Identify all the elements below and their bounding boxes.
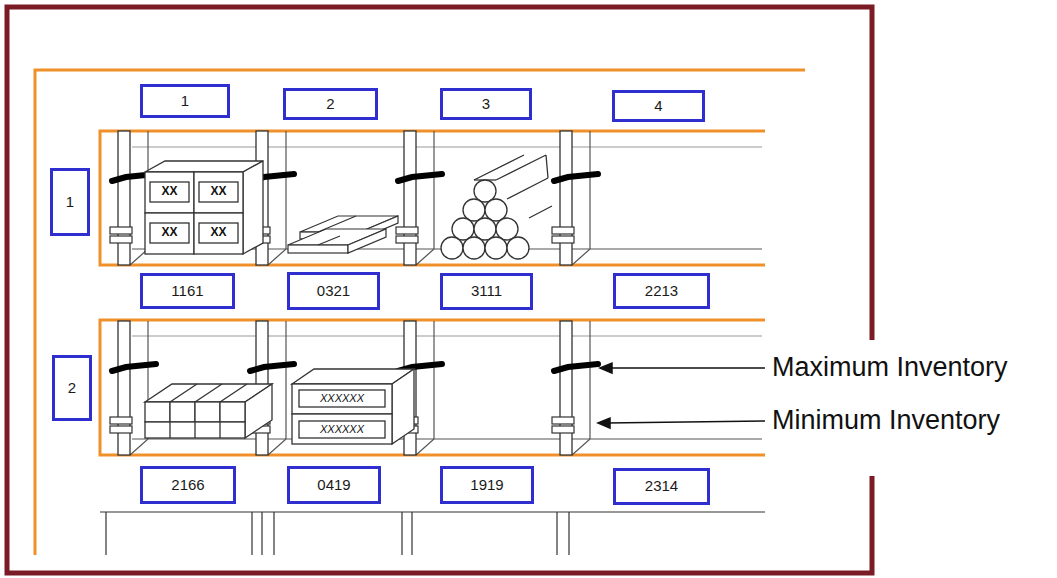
carton-mark: XX <box>199 182 238 202</box>
lower-shelf <box>100 512 765 555</box>
box-text: 4 <box>654 98 662 115</box>
column-number: 3 <box>440 88 532 120</box>
leader-arrow <box>598 363 765 428</box>
shelf-post <box>110 131 598 455</box>
outer-frame <box>7 7 872 573</box>
board-stack <box>288 216 398 253</box>
carton-stack <box>145 213 194 254</box>
carton-mark: XX <box>150 223 189 243</box>
box-text: 2213 <box>645 283 678 300</box>
shelf-outline <box>100 320 765 455</box>
pipe-stack <box>441 155 552 259</box>
pipe-stack <box>507 237 529 259</box>
box-text: 2166 <box>171 477 204 494</box>
shelf-back-line <box>132 147 762 336</box>
pipe-stack <box>452 218 474 240</box>
leader-arrow <box>606 421 765 423</box>
shelf-outline <box>35 70 805 555</box>
carton-stack <box>199 182 238 202</box>
callout-text: Minimum Inventory <box>772 404 1047 438</box>
row-number: 2 <box>52 355 92 421</box>
location-code: 3111 <box>440 273 533 310</box>
location-code: 0321 <box>287 272 380 310</box>
carton-stack <box>243 161 263 254</box>
location-code: 2166 <box>140 466 236 504</box>
carton-stack <box>199 223 238 243</box>
bar-stack <box>145 422 245 438</box>
pipe-stack <box>485 199 507 221</box>
pipe-stack <box>463 237 485 259</box>
pipe-stack <box>463 199 485 221</box>
board-stack <box>318 216 356 245</box>
box-text: 0321 <box>317 283 350 300</box>
bar-stack <box>145 402 170 422</box>
bar-stack <box>170 384 247 402</box>
carton-stack <box>145 161 263 254</box>
column-number: 2 <box>283 88 378 120</box>
outer-frame <box>7 7 872 573</box>
shelf-post <box>552 131 598 265</box>
crate-mark: XXXXXX <box>299 390 385 407</box>
bar-stack <box>220 402 245 422</box>
shelf-back-line <box>132 249 762 439</box>
carton-stack <box>194 213 243 254</box>
pipe-stack <box>485 237 507 259</box>
box-text: 1161 <box>171 283 203 300</box>
shelf-post <box>552 321 598 455</box>
pipe-stack <box>441 237 463 259</box>
board-stack <box>348 229 386 253</box>
crate-stack <box>392 369 414 444</box>
location-code: 1161 <box>140 273 235 309</box>
carton-mark: XX <box>150 182 189 202</box>
shelf-outline <box>100 131 765 265</box>
bar-stack <box>170 402 195 422</box>
shelf-post <box>396 131 442 265</box>
box-text: 3111 <box>471 283 502 300</box>
leader-arrow <box>608 367 765 369</box>
pipe-stack <box>474 180 496 202</box>
crate-stack <box>292 414 392 444</box>
lower-shelf <box>100 512 765 555</box>
location-code: 2213 <box>613 273 710 309</box>
pipe-stack <box>496 218 518 240</box>
carton-mark: XX <box>199 223 238 243</box>
leader-arrow <box>598 418 610 428</box>
row-number: 1 <box>50 168 90 236</box>
box-text: 0419 <box>317 477 350 494</box>
bar-stack <box>170 422 220 438</box>
column-number: 4 <box>612 90 705 122</box>
box-text: 2 <box>68 380 76 397</box>
box-text: 2 <box>326 96 334 113</box>
column-number: 1 <box>140 84 230 118</box>
box-text: 3 <box>482 96 490 113</box>
shelf-outline <box>35 70 805 555</box>
leader-arrow <box>600 363 612 373</box>
location-code: 1919 <box>440 466 534 504</box>
board-stack <box>288 245 348 253</box>
shelf-back-line <box>132 147 762 439</box>
bar-stack <box>145 384 272 438</box>
box-text: 1 <box>66 194 74 211</box>
crate-stack <box>292 369 414 444</box>
callout-text: Maximum Inventory <box>772 351 1047 385</box>
carton-stack <box>145 172 194 213</box>
box-text: 2314 <box>645 478 678 495</box>
location-code: 2314 <box>613 468 710 505</box>
crate-stack <box>299 390 385 407</box>
crate-stack <box>292 384 392 414</box>
crate-mark: XXXXXX <box>299 421 385 438</box>
box-text: 1 <box>181 93 189 110</box>
box-text: 1919 <box>470 477 503 494</box>
crate-stack <box>299 421 385 438</box>
pipe-stack <box>474 218 496 240</box>
location-code: 0419 <box>287 466 381 504</box>
carton-stack <box>150 182 189 202</box>
bar-stack <box>245 384 272 438</box>
carton-stack <box>150 223 189 243</box>
carton-stack <box>194 172 243 213</box>
bar-stack <box>195 402 220 422</box>
